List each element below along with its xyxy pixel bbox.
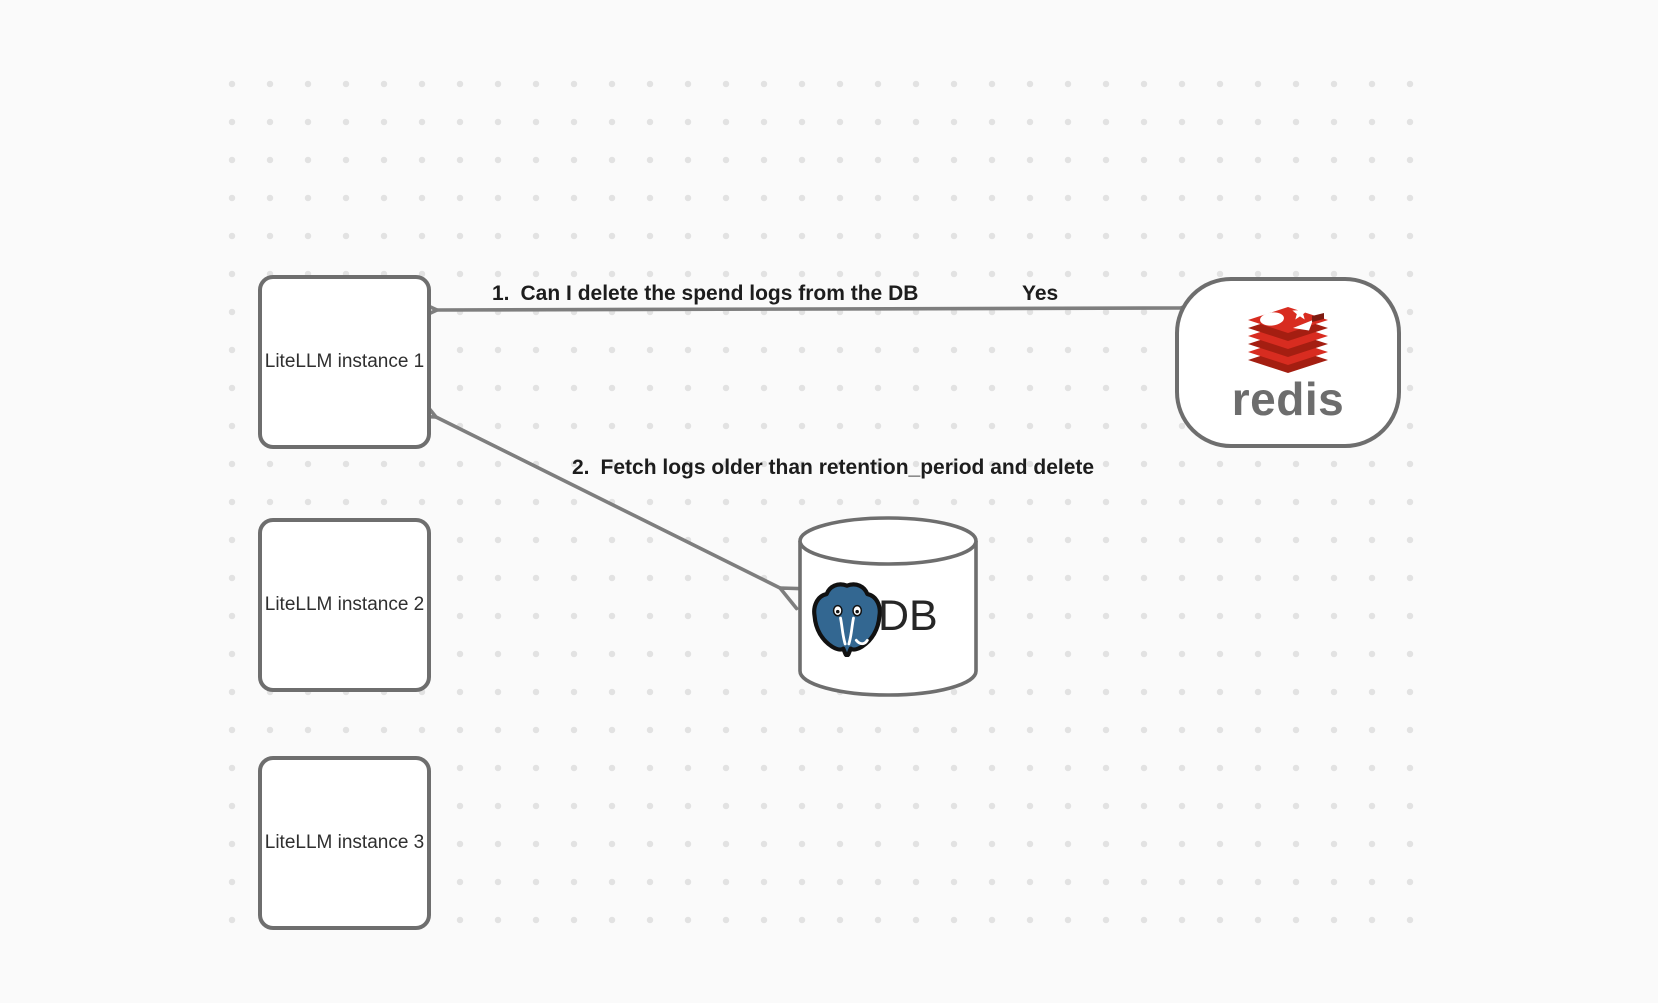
database-cylinder-icon [798, 516, 978, 697]
litellm-instance-1-label: LiteLLM instance 1 [264, 351, 425, 372]
arrow2-number: 2. [572, 456, 590, 479]
redis-logo-icon [1248, 304, 1328, 373]
node-litellm-instance-3: LiteLLM instance 3 [258, 756, 431, 930]
litellm-instance-2-label: LiteLLM instance 2 [264, 594, 425, 615]
arrow1-response: Yes [1022, 282, 1058, 306]
node-litellm-instance-1: LiteLLM instance 1 [258, 275, 431, 449]
arrow2-text: Fetch logs older than retention_period a… [600, 456, 1095, 479]
node-litellm-instance-2: LiteLLM instance 2 [258, 518, 431, 692]
db-label: DB [878, 592, 938, 640]
postgresql-elephant-icon [812, 582, 882, 657]
litellm-instance-3-label: LiteLLM instance 3 [264, 832, 425, 853]
node-redis: redis [1175, 277, 1401, 448]
arrow1-number: 1. [492, 282, 510, 305]
arrow2-label: 2. Fetch logs older than retention_perio… [572, 456, 1094, 480]
arrow1-text: Can I delete the spend logs from the DB [520, 282, 919, 305]
arrow1-response-text: Yes [1022, 282, 1059, 305]
redis-wordmark: redis [1231, 372, 1345, 425]
arrow1-label: 1. Can I delete the spend logs from the … [492, 282, 918, 306]
